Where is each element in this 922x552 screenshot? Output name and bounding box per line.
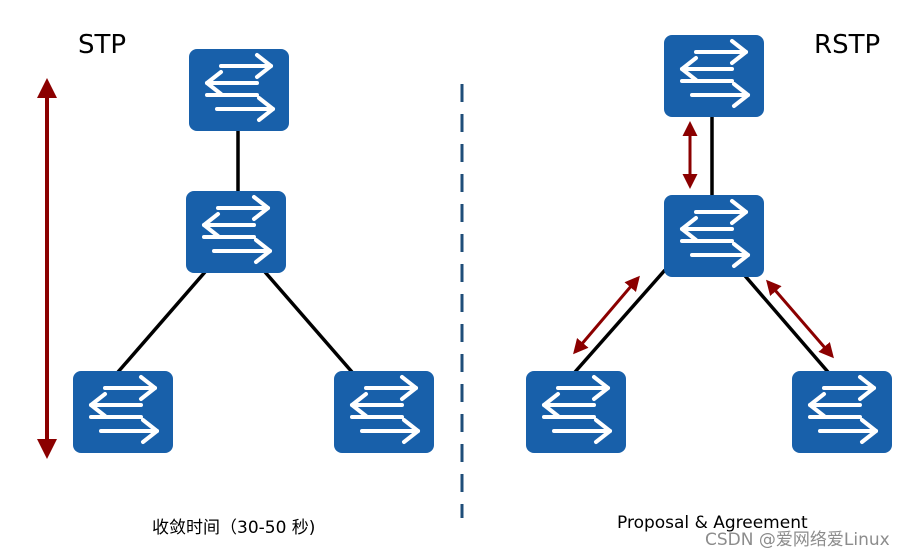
rstp-mechanism-caption: Proposal & Agreement — [617, 513, 808, 533]
stp-switch-bottom-right-icon — [332, 369, 436, 455]
watermark: CSDN @爱网络爱Linux — [705, 530, 890, 550]
rstp-switch-middle-icon — [662, 193, 766, 279]
stp-convergence-caption: 收敛时间（30-50 秒) — [152, 518, 316, 538]
rstp-link-middle-right — [738, 268, 830, 374]
stp-switch-bottom-left-icon — [71, 369, 175, 455]
stp-title: STP — [78, 30, 127, 60]
rstp-switch-top-icon — [662, 33, 766, 119]
rstp-handshake-arrow-left — [573, 275, 640, 355]
stp-link-middle-left — [116, 270, 207, 374]
stp-switch-top-icon — [187, 47, 291, 133]
rstp-title: RSTP — [814, 30, 881, 60]
rstp-switch-bottom-left-icon — [524, 369, 628, 455]
rstp-switch-bottom-right-icon — [790, 369, 894, 455]
stp-switch-middle-icon — [184, 189, 288, 275]
rstp-link-middle-left — [573, 268, 667, 374]
stp-links — [116, 130, 354, 374]
stp-link-middle-right — [263, 270, 354, 374]
rstp-handshake-arrow-right — [766, 279, 834, 359]
